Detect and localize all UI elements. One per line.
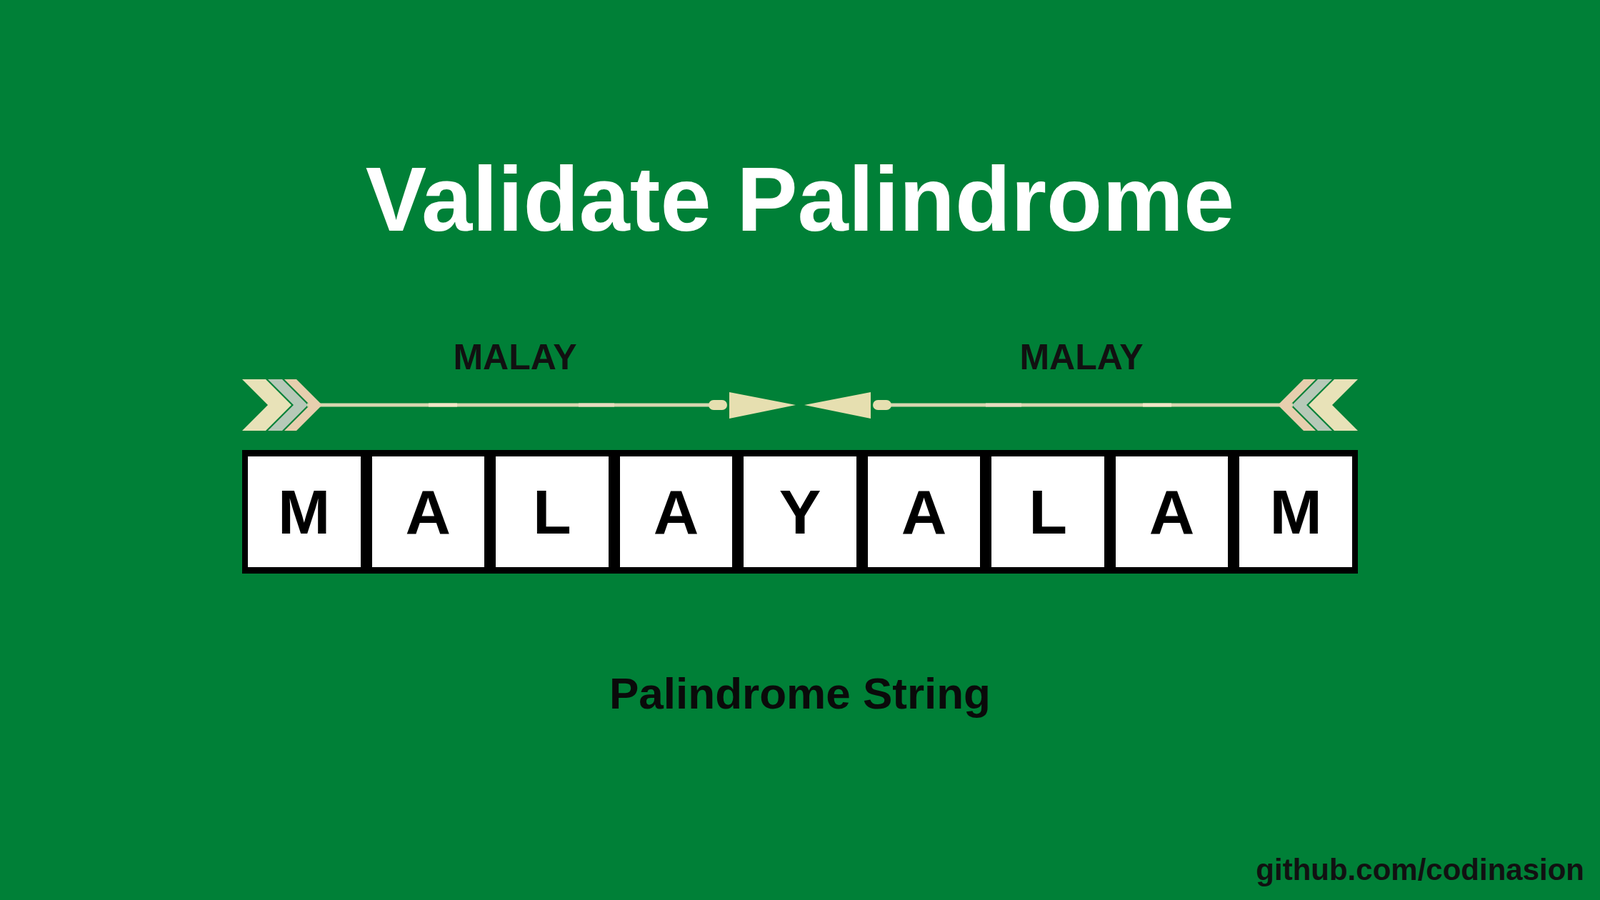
- half-label: MALAY: [1019, 337, 1143, 378]
- letter-box: L: [991, 456, 1105, 568]
- letter-box: M: [247, 456, 361, 568]
- caption: Palindrome String: [609, 669, 991, 718]
- letter: L: [532, 480, 572, 544]
- title: Validate Palindrome: [365, 149, 1235, 250]
- letter: M: [1270, 480, 1323, 544]
- letter-box: A: [620, 456, 733, 568]
- letter: L: [1028, 480, 1068, 544]
- letter-strip: [242, 450, 1358, 574]
- right-arrow: [804, 379, 1358, 431]
- letter: A: [653, 480, 700, 544]
- letter: A: [405, 480, 452, 544]
- left-arrow: [242, 379, 796, 431]
- letter: A: [1149, 480, 1195, 544]
- watermark: github.com/codinasion: [1255, 853, 1585, 887]
- letter-box: Y: [743, 456, 857, 568]
- half-label: MALAY: [452, 337, 577, 378]
- letter-box: L: [495, 456, 609, 568]
- letter-box: A: [867, 456, 981, 568]
- letter-box: M: [1239, 456, 1353, 568]
- letter-box: A: [372, 456, 485, 568]
- letter: A: [901, 480, 948, 544]
- letter: Y: [779, 480, 822, 544]
- letter: M: [277, 480, 330, 544]
- letter-box: A: [1115, 456, 1229, 568]
